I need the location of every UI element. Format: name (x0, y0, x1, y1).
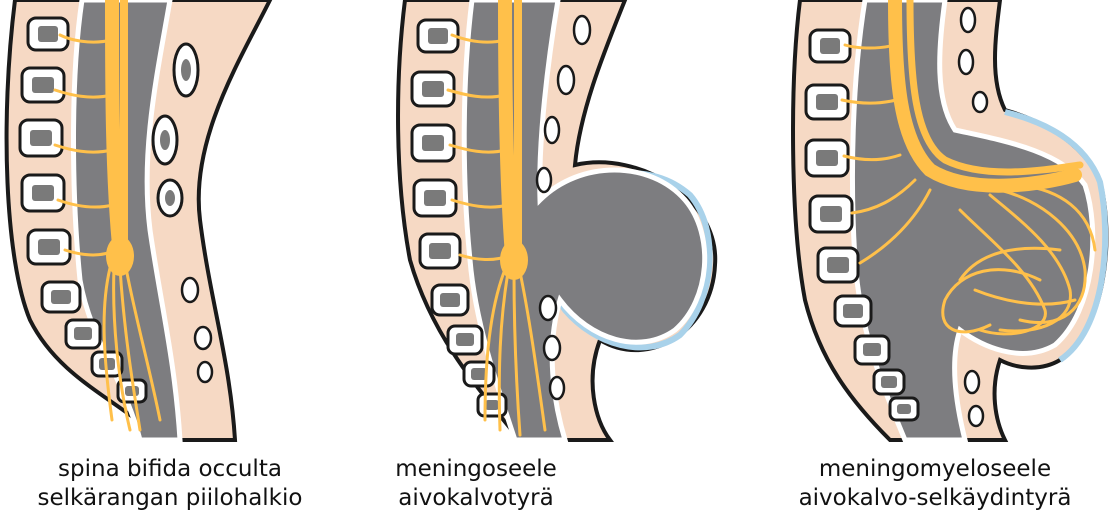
panel-meningoseele (398, 0, 715, 440)
caption-finnish: aivokalvo-selkäydintyrä (775, 484, 1095, 513)
caption-title: meningomyeloseele (775, 455, 1095, 484)
panel-spina-bifida-occulta (7, 0, 270, 440)
caption-meningomyeloseele: meningomyeloseele aivokalvo-selkäydintyr… (775, 455, 1095, 513)
panel-meningomyeloseele (793, 0, 1106, 440)
caption-finnish: selkärangan piilohalkio (20, 484, 320, 513)
caption-finnish: aivokalvotyrä (376, 484, 576, 513)
caption-spina-bifida-occulta: spina bifida occulta selkärangan piiloha… (20, 455, 320, 513)
caption-title: spina bifida occulta (20, 455, 320, 484)
caption-meningoseele: meningoseele aivokalvotyrä (376, 455, 576, 513)
caption-title: meningoseele (376, 455, 576, 484)
